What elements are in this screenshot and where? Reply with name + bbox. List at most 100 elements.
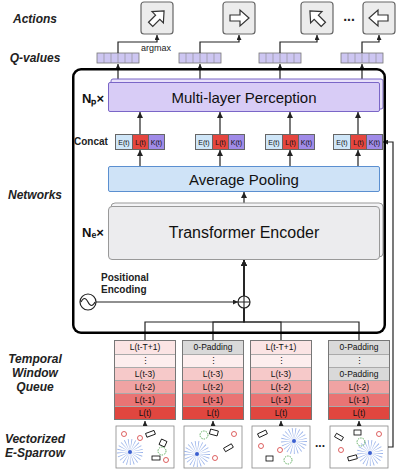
feature-cell: E(t): [266, 135, 282, 149]
stage-label: Concat: [74, 136, 112, 148]
queue-cell: 0-Padding: [183, 341, 243, 354]
action-icon: [369, 10, 388, 26]
feature-cell: L(t): [350, 135, 366, 149]
feature-cell: E(t): [116, 135, 132, 149]
action-icon: [223, 2, 255, 34]
flow-wire: [280, 35, 317, 53]
q-value-bar: [341, 53, 383, 63]
concat-group: E(t)L(t)K(t): [333, 134, 383, 150]
scene-image: [116, 426, 174, 468]
scene-image: [292, 439, 296, 443]
window-queue: 0-Padding⋮0-PaddingL(t-2)L(t-1)L(t): [328, 340, 390, 420]
scene-image: [195, 452, 199, 456]
scene-image: [158, 447, 166, 455]
feature-cell: L(t): [282, 135, 298, 149]
queue-cell: L(t-2): [251, 380, 311, 393]
scene-image: [252, 426, 310, 468]
scene-image: [164, 458, 169, 463]
q-value-bar: [341, 53, 383, 63]
add-symbol: [238, 296, 250, 308]
scene-image: [213, 456, 218, 461]
flow-connector: [219, 150, 220, 166]
flow-wire: [144, 421, 145, 426]
flow-connector: [139, 112, 140, 134]
pooling-block: Average Pooling: [108, 166, 380, 192]
scene-image: [232, 432, 237, 437]
scene-image: [377, 432, 382, 437]
layer-count: Nₚ×: [82, 89, 104, 107]
scene-image: [259, 444, 264, 449]
queue-cell: 0-Padding: [329, 367, 389, 380]
queue-cell: L(t-1): [329, 393, 389, 406]
mlp-block: Nₚ×Multi-layer Perception: [108, 82, 380, 112]
scene-image: [258, 430, 268, 437]
scene-image: [128, 450, 132, 454]
block-label: Multi-layer Perception: [171, 89, 316, 106]
queue-cell: L(t-1): [183, 393, 243, 406]
queue-cell: ⋮: [183, 354, 243, 367]
scene-image: [116, 426, 174, 468]
flow-wire: [96, 301, 238, 302]
queue-cell: L(t-T+1): [251, 341, 311, 354]
flow-wire: [118, 35, 379, 82]
concat-group: E(t)L(t)K(t): [115, 134, 165, 150]
scene-image: [354, 430, 361, 435]
flow-connector: [357, 150, 358, 166]
scene-image: [278, 448, 283, 453]
block-label: Average Pooling: [189, 171, 299, 188]
scene-image: [184, 426, 242, 468]
operation-label: argmax: [141, 43, 177, 54]
window-queue: L(t-T+1)⋮L(t-3)L(t-2)L(t-1)L(t): [114, 340, 176, 420]
queue-cell: L(t-3): [251, 367, 311, 380]
row-heading: Actions: [2, 12, 68, 26]
queue-cell: ⋮: [251, 354, 311, 367]
queue-cell: 0-Padding: [329, 341, 389, 354]
row-heading: Vectorized E-Sparrow: [2, 432, 68, 460]
scene-image: [190, 447, 204, 461]
scene-image: [266, 456, 273, 461]
encoder-block: Nₑ×Transformer Encoder: [108, 206, 380, 260]
scene-image: [330, 426, 388, 468]
flow-connector: [289, 150, 290, 166]
sine-symbol: [81, 299, 95, 306]
scene-image: [209, 429, 218, 436]
feature-cell: K(t): [366, 135, 382, 149]
scene-image: [330, 426, 388, 468]
sine-symbol: [80, 294, 96, 310]
q-value-bar: [259, 53, 301, 63]
action-icon: [230, 10, 249, 26]
scene-image: [146, 430, 156, 437]
flow-connector: [289, 112, 290, 134]
action-icon: [145, 5, 170, 30]
feature-cell: E(t): [196, 135, 212, 149]
feature-cell: L(t): [212, 135, 228, 149]
ellipsis: ...: [338, 8, 360, 24]
q-value-bar: [104, 53, 132, 63]
stage-label: Positional Encoding: [101, 272, 165, 296]
flow-wire: [212, 421, 213, 426]
concat-group: E(t)L(t)K(t): [265, 134, 315, 150]
queue-cell: L(t): [329, 406, 389, 419]
scene-image: [357, 438, 365, 446]
scene-image: [224, 444, 234, 452]
flow-connector: [357, 112, 358, 134]
scene-image: [123, 445, 137, 459]
flow-wire: [280, 421, 281, 426]
scene-image: [335, 433, 344, 440]
queue-cell: L(t-3): [115, 367, 175, 380]
add-symbol: [238, 296, 250, 308]
action-icon: [223, 2, 255, 34]
flow-wire: [200, 35, 239, 53]
queue-cell: L(t-1): [115, 393, 175, 406]
queue-cell: L(t): [251, 406, 311, 419]
queue-cell: L(t-2): [329, 380, 389, 393]
flow-connector: [244, 260, 359, 340]
window-queue: 0-Padding⋮L(t-3)L(t-2)L(t-1)L(t): [182, 340, 244, 420]
scene-image: [287, 434, 301, 448]
scene-image: [368, 451, 372, 455]
queue-cell: L(t-2): [183, 380, 243, 393]
ellipsis: ...: [312, 436, 328, 450]
layer-count: Nₑ×: [82, 225, 104, 240]
